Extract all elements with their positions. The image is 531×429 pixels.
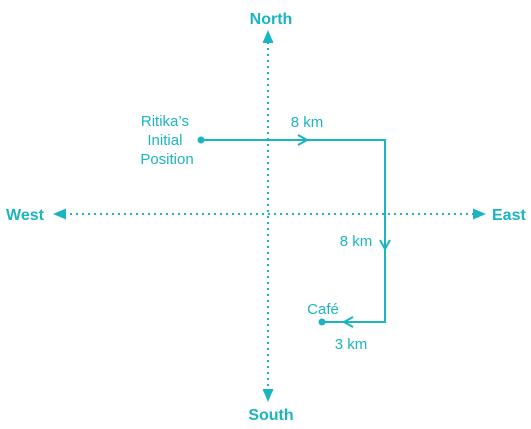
north-arrowhead xyxy=(262,30,274,43)
second-segment-distance: 8 km xyxy=(340,233,373,250)
west-arrowhead xyxy=(53,208,66,220)
south-label: South xyxy=(248,407,293,424)
west-label: West xyxy=(6,207,45,224)
start-label-line3: Position xyxy=(140,151,193,168)
third-segment-distance: 3 km xyxy=(335,336,368,353)
east-arrowhead xyxy=(473,208,486,220)
south-arrowhead xyxy=(262,389,274,402)
west-direction-arrow xyxy=(341,316,354,328)
ritika-path xyxy=(201,139,386,323)
start-label-line2: Initial xyxy=(147,132,182,149)
east-label: East xyxy=(492,207,526,224)
cafe-point xyxy=(318,318,326,326)
start-label: Ritika’s Initial Position xyxy=(140,113,193,168)
north-label: North xyxy=(250,11,293,28)
east-direction-arrow xyxy=(297,134,310,146)
start-label-line1: Ritika’s xyxy=(141,113,189,130)
first-segment-distance: 8 km xyxy=(291,114,324,131)
start-point xyxy=(197,136,205,144)
south-direction-arrow xyxy=(379,239,391,252)
destination-label: Café xyxy=(307,301,339,318)
